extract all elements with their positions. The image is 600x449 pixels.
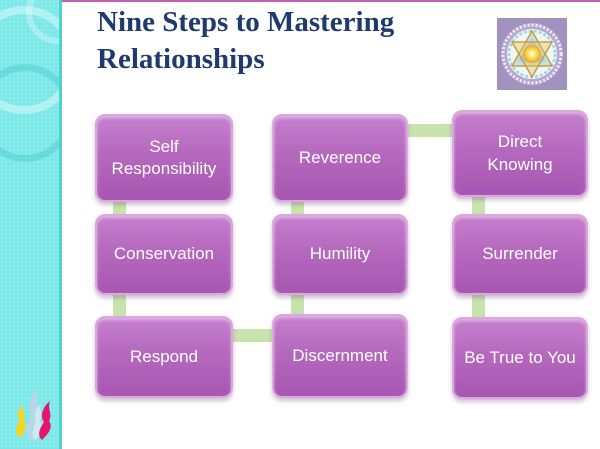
step-box-discernment: Discernment bbox=[272, 314, 408, 398]
connector-vertical bbox=[113, 292, 126, 322]
step-box-direct-knowing: Direct Knowing bbox=[452, 110, 588, 197]
sidebar-decoration bbox=[0, 0, 62, 449]
step-box-humility: Humility bbox=[272, 214, 408, 295]
step-box-surrender: Surrender bbox=[452, 214, 588, 295]
connector-vertical bbox=[472, 292, 485, 323]
connector-vertical bbox=[472, 192, 485, 220]
top-accent-line bbox=[62, 0, 600, 2]
circle-ornament bbox=[0, 64, 59, 162]
slide-title: Nine Steps to Mastering Relationships bbox=[97, 6, 395, 76]
connector-vertical bbox=[291, 292, 304, 320]
step-box-reverence: Reverence bbox=[272, 114, 408, 202]
connector-horizontal bbox=[229, 329, 275, 342]
step-box-respond: Respond bbox=[95, 316, 233, 398]
mandala-star-logo bbox=[497, 18, 567, 90]
step-box-be-true-to-you: Be True to You bbox=[452, 317, 588, 399]
step-box-self-responsibility: Self Responsibility bbox=[95, 114, 233, 202]
step-box-conservation: Conservation bbox=[95, 214, 233, 295]
connector-horizontal bbox=[404, 124, 456, 137]
flame-icon bbox=[16, 388, 51, 442]
